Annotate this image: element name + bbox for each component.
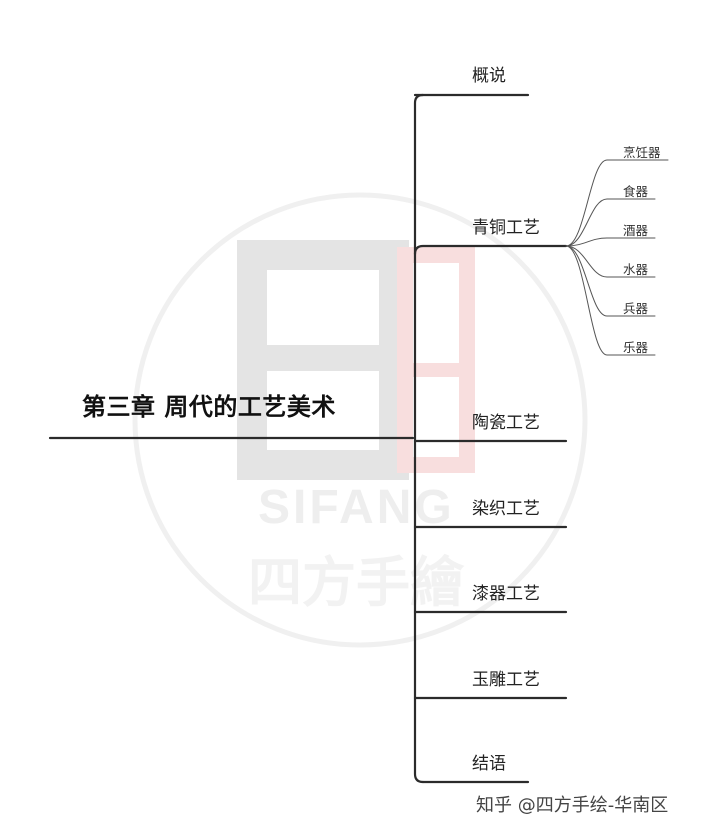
branch-textiles[interactable]: 染织工艺 [472, 499, 540, 519]
branch-ceramics[interactable]: 陶瓷工艺 [472, 413, 540, 433]
leaf-cooking-vessels[interactable]: 烹饪器 [623, 145, 661, 160]
leaf-weapons[interactable]: 兵器 [623, 301, 649, 316]
branch-lacquer[interactable]: 漆器工艺 [472, 584, 540, 604]
branch-conclusion[interactable]: 结语 [472, 754, 506, 774]
branch-bronze[interactable]: 青铜工艺 [472, 218, 540, 238]
branch-overview[interactable]: 概说 [472, 66, 506, 86]
watermark-text-chinese: 四方手繪 [248, 551, 464, 614]
watermark-text-latin: SIFANG [258, 481, 455, 534]
leaf-wine-vessels[interactable]: 酒器 [623, 223, 649, 238]
leaf-instruments[interactable]: 乐器 [623, 340, 649, 355]
branch-jade[interactable]: 玉雕工艺 [472, 670, 540, 690]
root-topic[interactable]: 第三章 周代的工艺美术 [82, 393, 336, 421]
source-credit: 知乎 @四方手绘-华南区 [476, 795, 669, 816]
leaf-water-vessels[interactable]: 水器 [623, 262, 649, 277]
leaf-food-vessels[interactable]: 食器 [623, 184, 649, 199]
